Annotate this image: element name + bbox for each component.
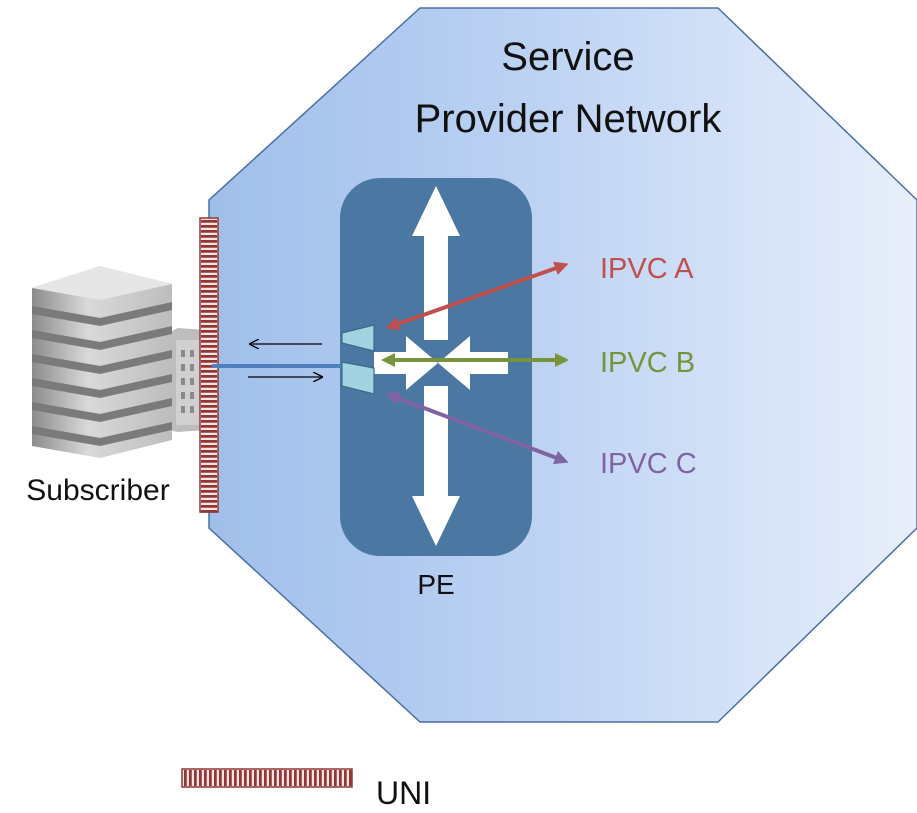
network-title-line1: Service xyxy=(501,35,634,79)
uni-legend-swatch xyxy=(181,768,353,788)
ipvc-b-label: IPVC B xyxy=(600,347,695,379)
subscriber-building-icon xyxy=(32,266,206,458)
subscriber-label: Subscriber xyxy=(26,474,169,507)
uni-legend-label: UNI xyxy=(376,775,431,808)
pe-port-upper xyxy=(341,324,375,352)
network-title-line2: Provider Network xyxy=(415,97,723,141)
ipvc-a-label: IPVC A xyxy=(600,253,694,285)
ipvc-c-arrow xyxy=(385,391,569,465)
pe-label: PE xyxy=(417,569,454,600)
ipvc-c-label: IPVC C xyxy=(600,448,697,480)
pe-port-lower xyxy=(341,361,375,395)
ipvc-a-arrow xyxy=(385,261,569,331)
